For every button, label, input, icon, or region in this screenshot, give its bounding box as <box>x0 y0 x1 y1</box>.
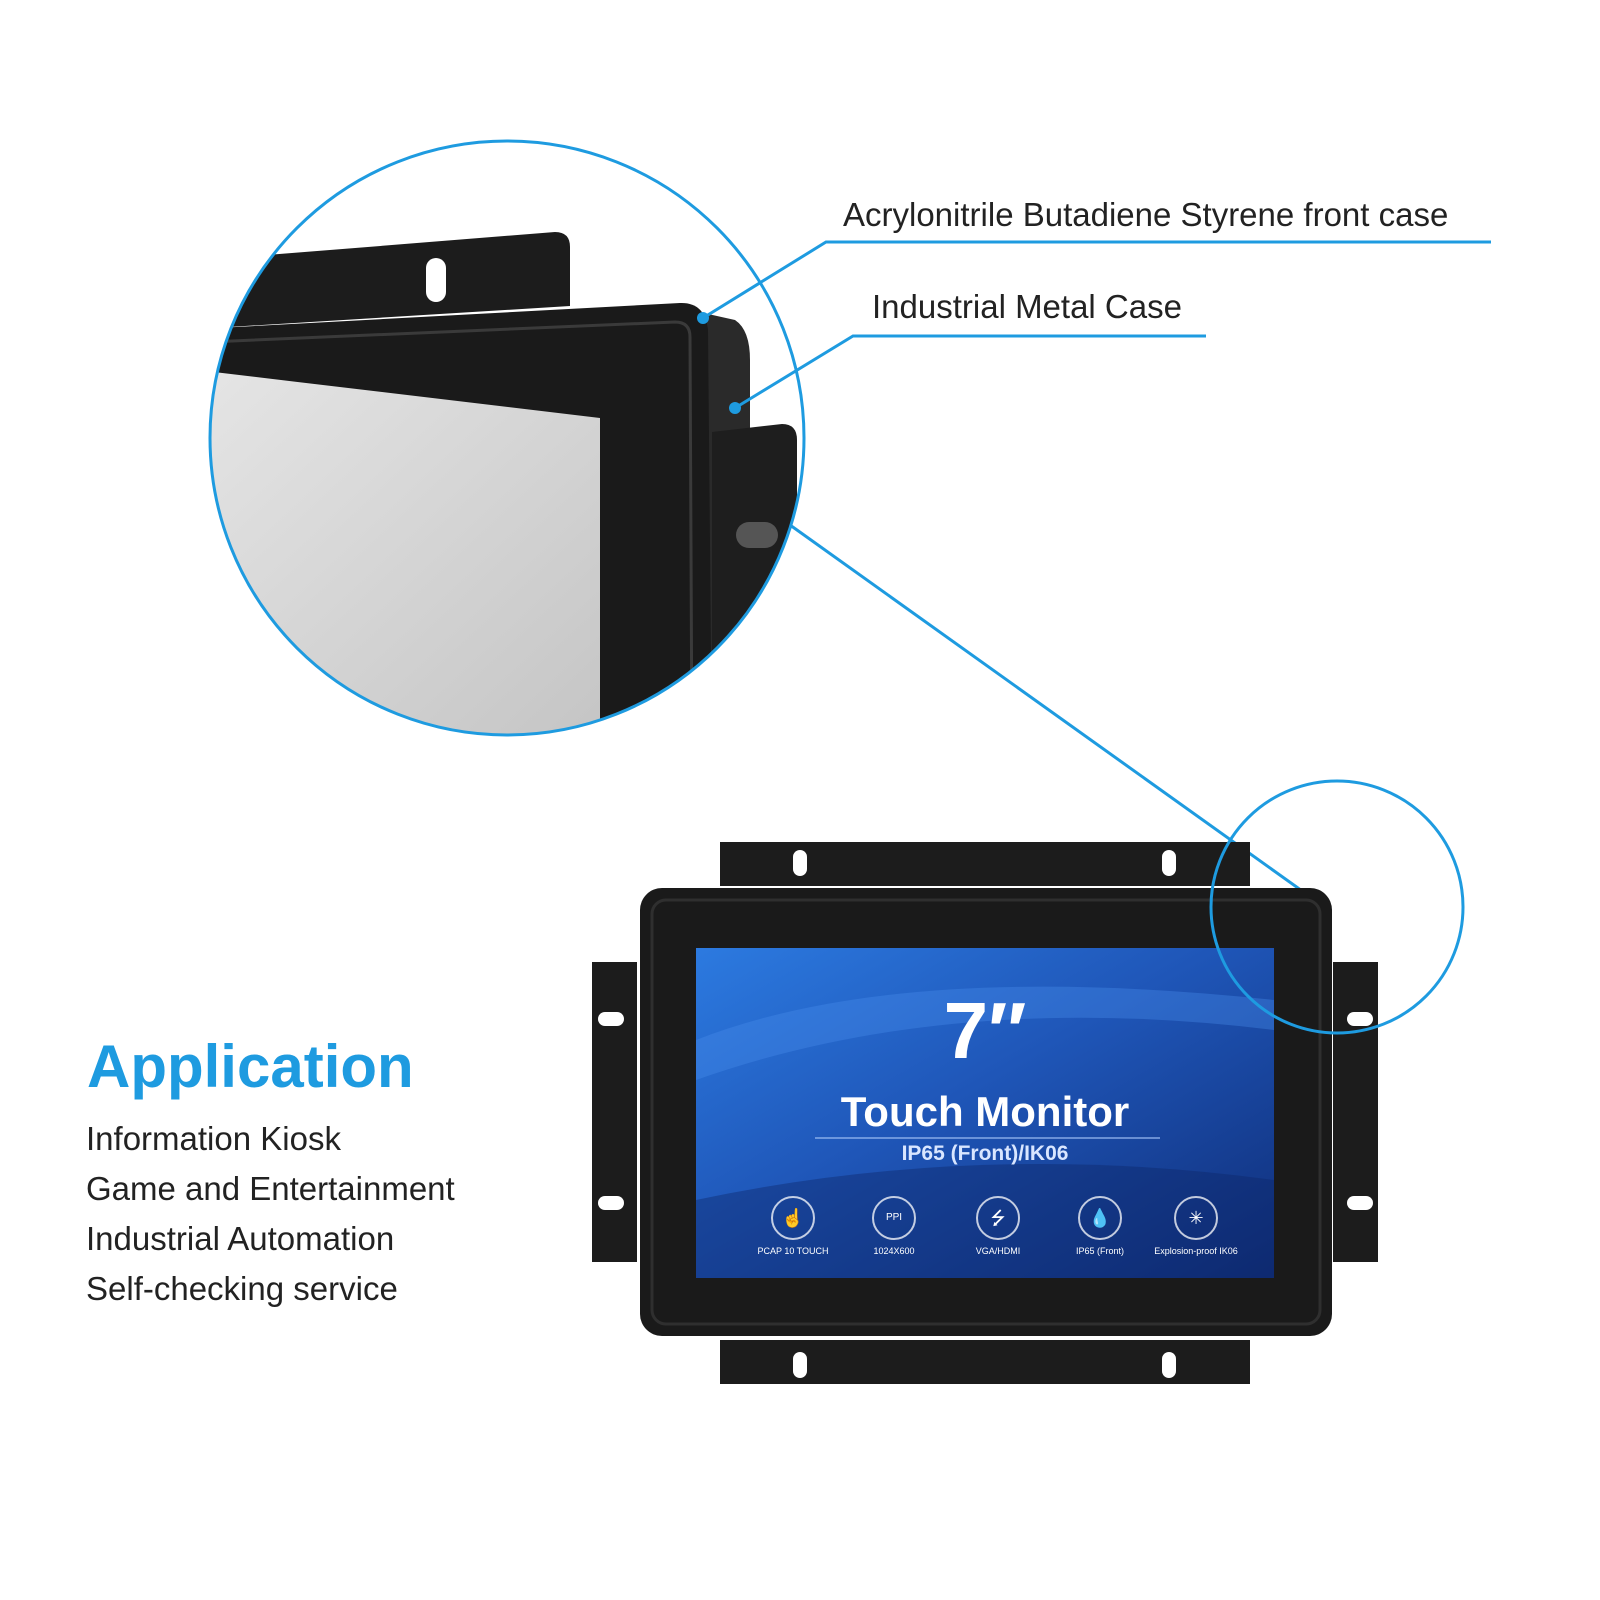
application-item: Industrial Automation <box>86 1220 395 1257</box>
callout-dot-metal-case <box>729 402 741 414</box>
bracket-left <box>592 962 637 1262</box>
bracket-slot-zoom <box>426 258 446 302</box>
feature-waterproof: 💧 IP65 (Front) <box>1040 1196 1160 1256</box>
callout-dot-front-case <box>697 312 709 324</box>
bracket-side-slot-zoom <box>736 522 778 548</box>
explosion-proof-icon: ✳ <box>1174 1196 1218 1240</box>
callout-line-metal-case <box>734 334 1206 410</box>
bracket-top <box>720 842 1250 886</box>
feature-explosion-proof: ✳ Explosion-proof IK06 <box>1136 1196 1256 1256</box>
zoom-circle <box>208 139 806 737</box>
callout-front-case-label: Acrylonitrile Butadiene Styrene front ca… <box>843 196 1449 233</box>
feature-label: Explosion-proof IK06 <box>1154 1246 1238 1256</box>
application-title: Application <box>87 1033 414 1100</box>
application-list: Information Kiosk Game and Entertainment… <box>86 1114 455 1314</box>
screen-glass-zoom <box>210 368 600 735</box>
application-item: Self-checking service <box>86 1270 398 1307</box>
zoom-detail <box>210 141 804 735</box>
screen-rating-label: IP65 (Front)/IK06 <box>901 1142 1069 1165</box>
zoom-connector-line <box>789 523 1313 900</box>
feature-label: PCAP 10 TOUCH <box>757 1246 829 1256</box>
application-item: Information Kiosk <box>86 1120 341 1157</box>
feature-resolution: PPI 1024X600 <box>834 1196 954 1256</box>
screen-size-label: 7″ <box>943 986 1027 1075</box>
usb-icon: ⭍ <box>976 1196 1020 1240</box>
bracket-bottom <box>720 1340 1250 1384</box>
bracket-right <box>1333 962 1378 1262</box>
touch-icon: ☝ <box>771 1196 815 1240</box>
callout-line-front-case <box>702 240 1491 320</box>
callout-metal-case-label: Industrial Metal Case <box>872 288 1182 325</box>
feature-label: IP65 (Front) <box>1075 1246 1124 1256</box>
feature-label: VGA/HDMI <box>975 1246 1021 1256</box>
feature-touch: ☝ PCAP 10 TOUCH <box>733 1196 853 1256</box>
detail-indicator-circle <box>1209 779 1465 1035</box>
ppi-icon: PPI <box>872 1196 916 1240</box>
feature-interface: ⭍ VGA/HDMI <box>938 1196 1058 1256</box>
screen-product-label: Touch Monitor <box>840 1088 1130 1135</box>
feature-label: 1024X600 <box>873 1246 915 1256</box>
bracket-side-zoom <box>712 424 797 735</box>
monitor-bezel <box>650 898 1322 1326</box>
water-drops-icon: 💧 <box>1078 1196 1122 1240</box>
application-item: Game and Entertainment <box>86 1170 455 1207</box>
bracket-top-zoom <box>210 232 570 330</box>
